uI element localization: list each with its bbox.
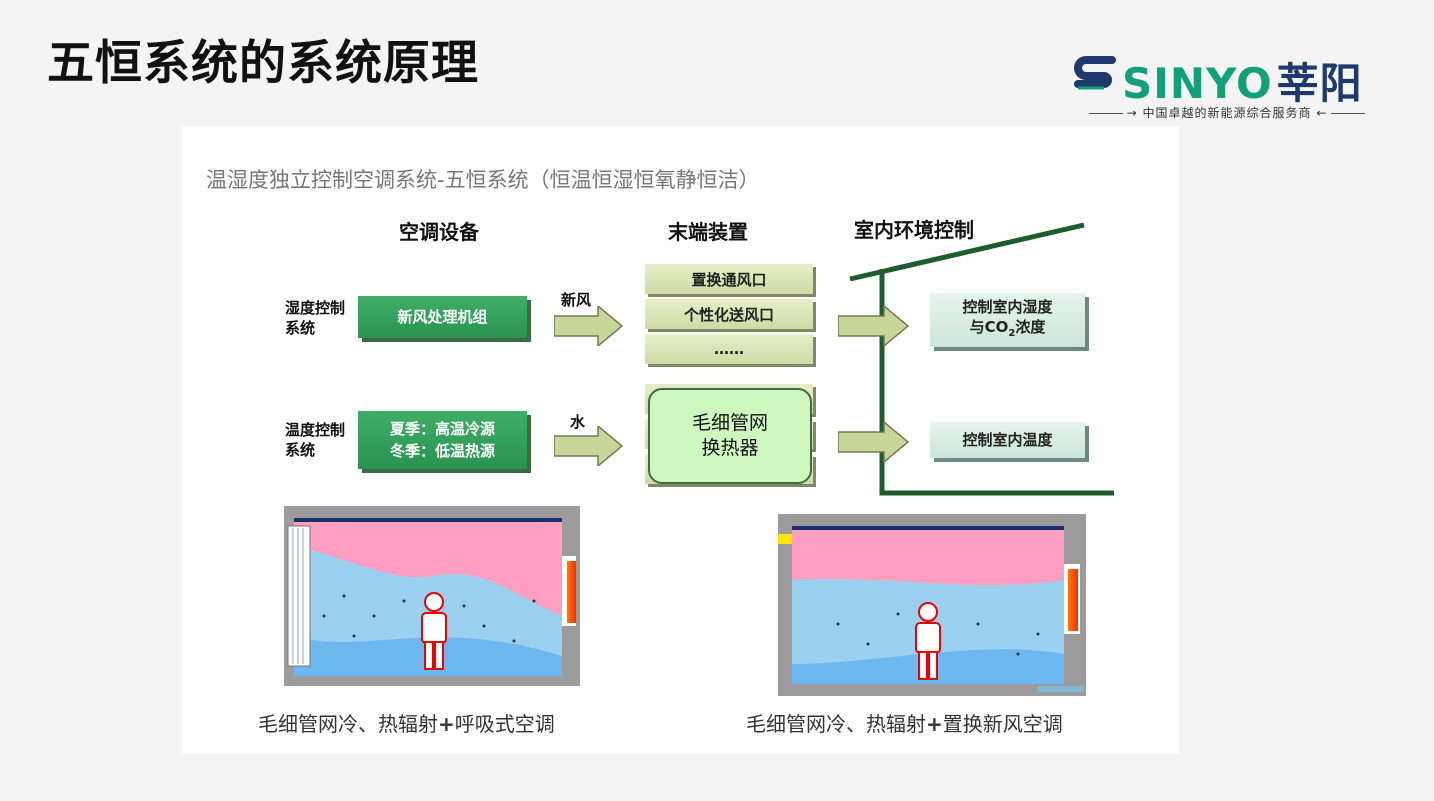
page-title: 五恒系统的系统原理 bbox=[47, 36, 479, 91]
water-arrow-icon bbox=[554, 426, 624, 466]
logo: SINYO莘阳 → 中国卓越的新能源综合服务商 ← bbox=[1068, 50, 1388, 130]
room-illustration-displacement bbox=[778, 514, 1086, 696]
humidity-system-label: 湿度控制系统 bbox=[285, 299, 346, 337]
heat-source-winter: 冬季：低温热源 bbox=[389, 442, 495, 460]
terminal-displacement-vent: 置换通风口 bbox=[645, 264, 813, 294]
fresh-air-arrow-icon bbox=[554, 306, 624, 346]
heat-source-summer: 夏季：高温冷源 bbox=[389, 420, 495, 438]
fresh-air-unit-box: 新风处理机组 bbox=[358, 296, 527, 338]
humidity-output-arrow-icon bbox=[838, 306, 910, 346]
heat-source-box: 夏季：高温冷源 冬季：低温热源 bbox=[358, 411, 527, 469]
logo-brand: SINYO莘阳 bbox=[1122, 50, 1363, 111]
capillary-exchanger-box: 毛细管网 换热器 bbox=[648, 388, 812, 484]
column-head-equipment: 空调设备 bbox=[399, 220, 479, 244]
logo-tagline-row: → 中国卓越的新能源综合服务商 ← bbox=[1068, 104, 1386, 121]
temperature-output-arrow-icon bbox=[838, 422, 910, 462]
column-head-indoor: 室内环境控制 bbox=[854, 218, 974, 242]
humidity-control-box: 控制室内湿度 与CO2浓度 bbox=[930, 293, 1085, 347]
diagram-panel: 温湿度独立控制空调系统-五恒系统（恒温恒湿恒氧静恒洁） 空调设备 末端装置 室内… bbox=[182, 126, 1179, 754]
caption-left: 毛细管网冷、热辐射+呼吸式空调 bbox=[258, 712, 555, 736]
temperature-control-box: 控制室内温度 bbox=[930, 422, 1085, 458]
person-icon bbox=[421, 592, 447, 670]
house-outline bbox=[849, 222, 1114, 496]
diagram-subtitle: 温湿度独立控制空调系统-五恒系统（恒温恒湿恒氧静恒洁） bbox=[206, 168, 760, 192]
capillary-exchanger-line1: 毛细管网 bbox=[691, 412, 768, 434]
logo-brand-cn: 莘阳 bbox=[1276, 59, 1363, 108]
terminal-personal-vent: 个性化送风口 bbox=[645, 299, 813, 329]
caption-right: 毛细管网冷、热辐射+置换新风空调 bbox=[746, 712, 1063, 736]
temperature-medium-label: 水 bbox=[570, 413, 586, 431]
humidity-control-line1: 控制室内湿度 bbox=[962, 297, 1053, 316]
capillary-exchanger-line2: 换热器 bbox=[701, 437, 759, 459]
temperature-system-label: 温度控制系统 bbox=[285, 421, 346, 459]
humidity-medium-label: 新风 bbox=[561, 291, 592, 309]
logo-brand-en: SINYO bbox=[1122, 59, 1273, 108]
room-illustration-breathing bbox=[284, 506, 580, 686]
column-head-terminal: 末端装置 bbox=[668, 220, 748, 244]
sinyo-logo-icon bbox=[1074, 56, 1116, 90]
terminal-more: …… bbox=[645, 334, 813, 364]
logo-tagline: 中国卓越的新能源综合服务商 bbox=[1142, 106, 1312, 120]
humidity-control-line2: 与CO2浓度 bbox=[969, 317, 1046, 339]
person-icon-right bbox=[915, 602, 941, 680]
